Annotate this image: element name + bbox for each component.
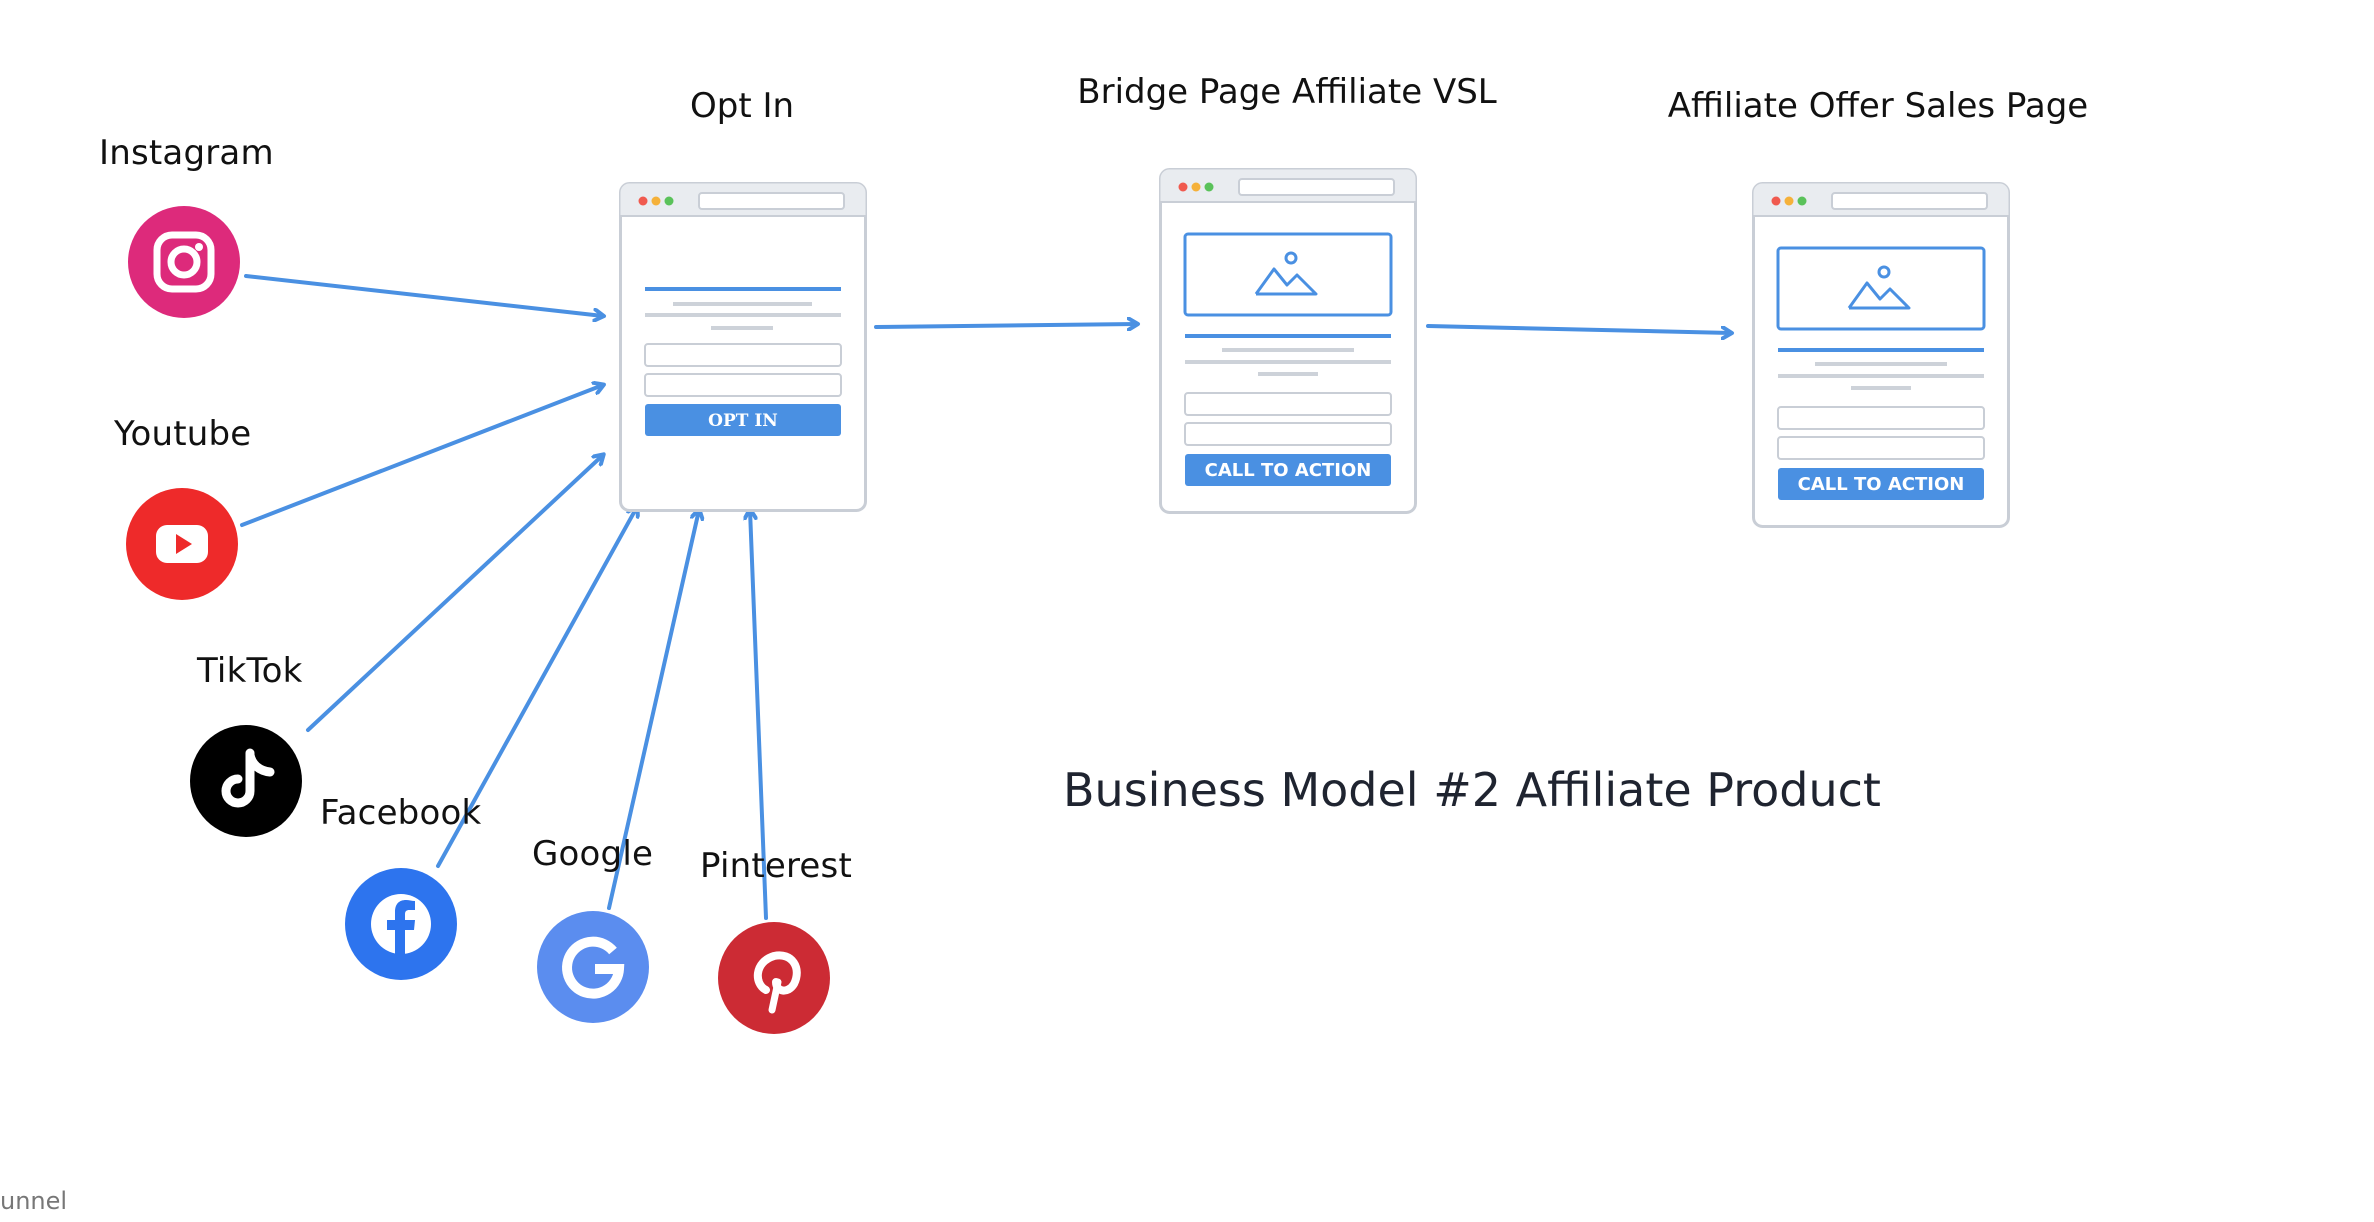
arrow-instagram-optin [244,274,603,316]
arrow-optin-bridge [874,324,1137,327]
opt-in-page-mockup: OPT IN [619,182,867,512]
arrow-pinterest-optin [750,510,768,920]
instagram-icon [128,206,240,318]
arrow-tiktok-optin [306,455,603,732]
bridge-cta-button [1185,454,1391,486]
google-icon [537,911,649,1023]
stage-title-offer: Affiliate Offer Sales Page [1667,86,2089,126]
facebook-label: Facebook [320,793,482,833]
stage-title-bridge: Bridge Page Affiliate VSL [1077,72,1497,112]
instagram-label: Instagram [99,133,274,173]
tiktok-label: TikTok [197,651,303,691]
stage-title-opt-in: Opt In [689,86,795,126]
arrow-bridge-offer [1426,324,1731,333]
arrow-google-optin [607,510,699,910]
pinterest-icon [718,922,830,1034]
google-label: Google [532,834,654,874]
footer-text: unnel [0,1187,68,1215]
image-placeholder [1183,232,1393,317]
opt-in-button [645,404,841,436]
youtube-icon [126,488,238,600]
bridge-cta-label: CALL TO ACTION [1205,460,1372,481]
bridge-page-mockup: CALL TO ACTION [1159,168,1417,514]
tiktok-icon [190,725,302,837]
offer-cta-button [1778,468,1984,500]
arrow-facebook-optin [436,507,637,868]
offer-cta-label: CALL TO ACTION [1798,474,1965,495]
youtube-label: Youtube [114,414,252,454]
pinterest-label: Pinterest [700,846,852,886]
offer-page-mockup: CALL TO ACTION [1752,182,2010,528]
diagram-title: Business Model #2 Affiliate Product [1063,763,1881,817]
image-placeholder [1776,246,1986,331]
facebook-icon [345,868,457,980]
opt-in-button-label: OPT IN [708,411,778,431]
arrow-youtube-optin [240,385,603,527]
